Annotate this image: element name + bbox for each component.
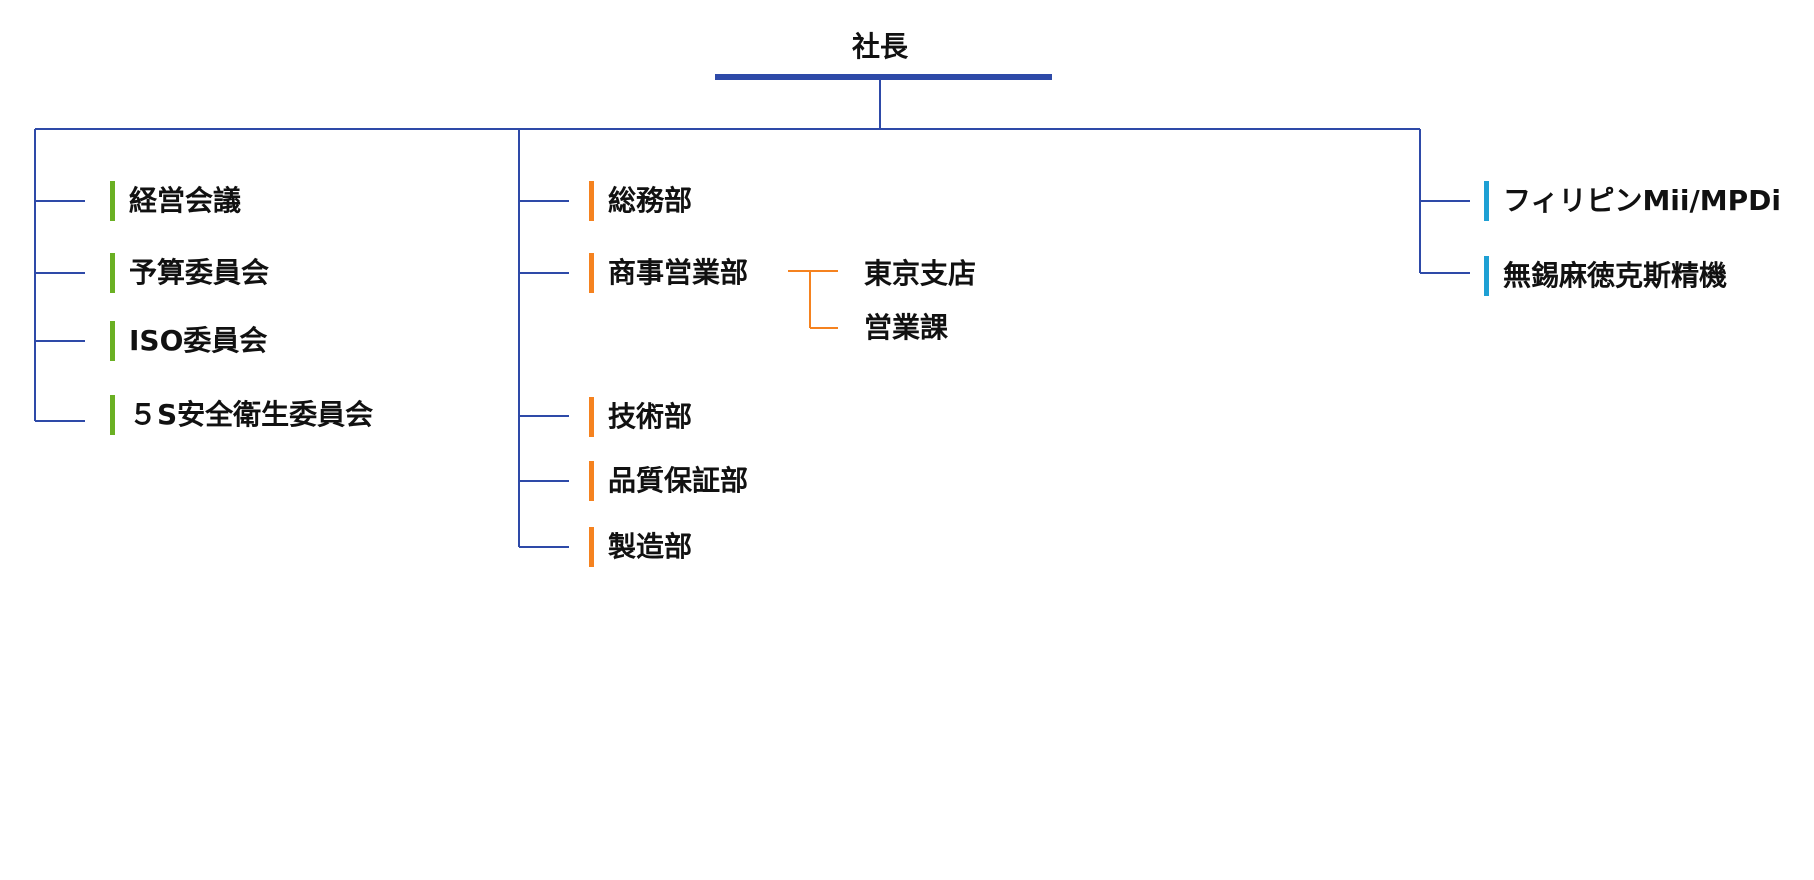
department-marker: [589, 397, 594, 437]
subsidiary-label: フィリピンMii/MPDi: [1503, 184, 1781, 217]
committee-label: 予算委員会: [129, 256, 270, 289]
department-marker: [589, 181, 594, 221]
committee-item: 予算委員会: [110, 253, 269, 293]
department-item: 技術部: [589, 397, 692, 437]
department-label: 品質保証部: [608, 464, 749, 497]
committee-item: ISO委員会: [110, 321, 267, 361]
sub-unit-label: 営業課: [864, 311, 949, 344]
committee-marker: [110, 253, 115, 293]
department-label: 技術部: [608, 400, 693, 433]
committee-marker: [110, 321, 115, 361]
committee-marker: [110, 395, 115, 435]
department-label: 製造部: [608, 530, 693, 563]
committee-item: ５S安全衛生委員会: [110, 395, 373, 435]
subsidiary-marker: [1484, 181, 1489, 221]
committee-marker: [110, 181, 115, 221]
department-label: 商事営業部: [608, 256, 749, 289]
department-marker: [589, 253, 594, 293]
department-item: 製造部: [589, 527, 692, 567]
department-item: 商事営業部: [589, 253, 748, 293]
department-marker: [589, 527, 594, 567]
committee-label: ISO委員会: [129, 324, 268, 357]
subsidiary-item: 無錫麻徳克斯精機: [1484, 256, 1727, 296]
sub-unit-label: 東京支店: [864, 257, 977, 290]
subsidiary-label: 無錫麻徳克斯精機: [1503, 259, 1728, 292]
committee-label: 経営会議: [129, 184, 242, 217]
committee-label: ５S安全衛生委員会: [129, 398, 374, 431]
subsidiary-item: フィリピンMii/MPDi: [1484, 181, 1781, 221]
department-item: 総務部: [589, 181, 692, 221]
committee-item: 経営会議: [110, 181, 241, 221]
subsidiary-marker: [1484, 256, 1489, 296]
department-label: 総務部: [608, 184, 693, 217]
department-marker: [589, 461, 594, 501]
ceo-title: 社長: [851, 30, 908, 63]
department-item: 品質保証部: [589, 461, 748, 501]
